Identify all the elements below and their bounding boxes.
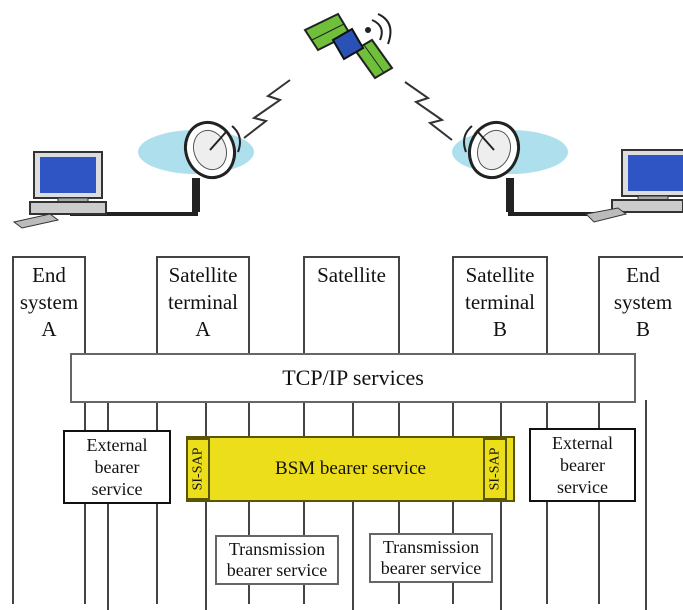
column-label-satellite-terminal-a: Satellite terminal A (168, 263, 238, 341)
si-sap-right: SI-SAP (483, 438, 507, 500)
stack-divider (107, 400, 109, 610)
transmission-bearer-service-left: Transmission bearer service (215, 535, 339, 585)
satellite-dish-left-icon (138, 120, 254, 212)
si-sap-left: SI-SAP (186, 438, 210, 500)
computer-right-icon (584, 149, 683, 223)
bsm-bearer-service-label: BSM bearer service (275, 458, 426, 479)
network-illustration (12, 12, 683, 229)
bsm-bearer-service-box: BSM bearer service (186, 436, 515, 502)
column-label-satellite-terminal-b: Satellite terminal B (465, 263, 535, 341)
stack-divider (352, 400, 354, 610)
external-bearer-service-right: External bearer service (529, 428, 636, 502)
column-end-system-a: End system A (12, 256, 86, 604)
column-label-end-system-b: End system B (613, 263, 673, 341)
stack-divider (205, 400, 207, 610)
satellite-icon (303, 12, 394, 80)
tcp-ip-services-box: TCP/IP services (70, 353, 636, 403)
external-bearer-service-left: External bearer service (63, 430, 171, 504)
column-label-satellite: Satellite (317, 263, 386, 287)
computer-left-icon (12, 151, 107, 229)
column-label-end-system-a: End system A (19, 263, 79, 341)
tcp-ip-services-label: TCP/IP services (282, 365, 424, 390)
radio-link-right-icon (404, 81, 453, 141)
satellite-dish-right-icon (452, 120, 568, 212)
radio-link-left-icon (243, 79, 291, 139)
stack-divider (500, 400, 502, 610)
stack-divider (645, 400, 647, 610)
transmission-bearer-service-right: Transmission bearer service (369, 533, 493, 583)
